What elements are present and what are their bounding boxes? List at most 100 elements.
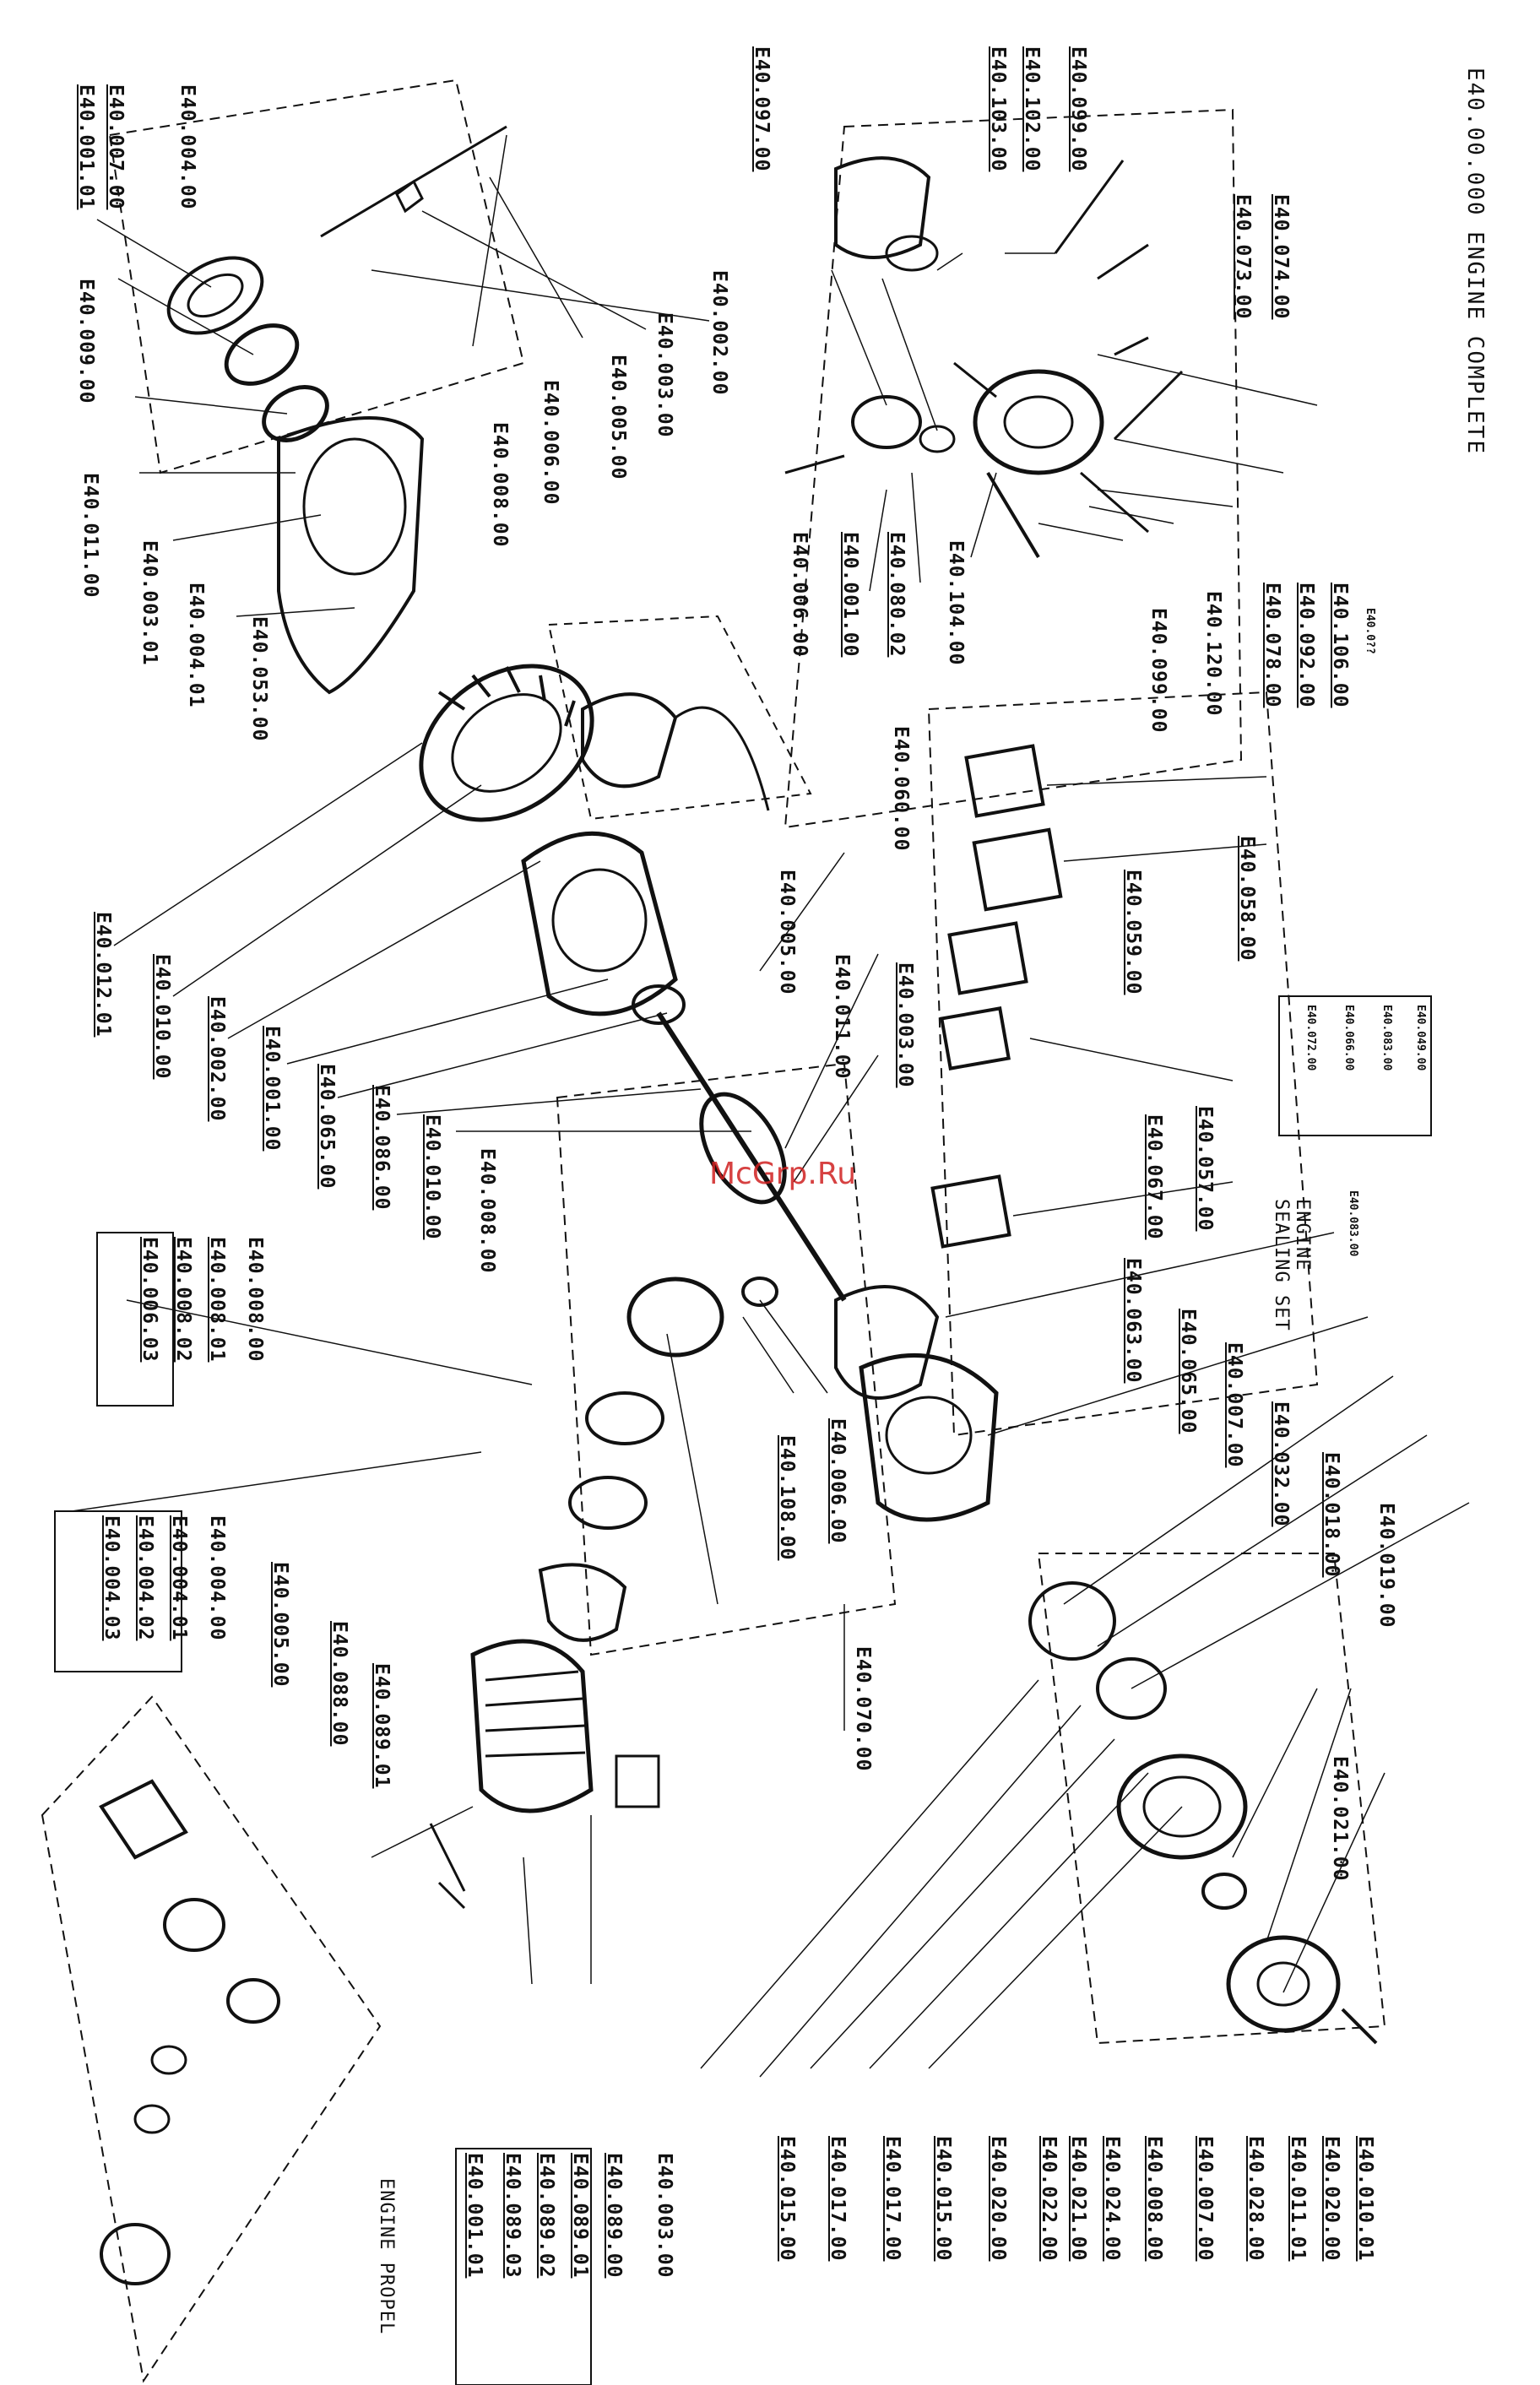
- part-label: E40.001.00: [839, 532, 861, 658]
- part-label: E40.006.00: [540, 380, 561, 506]
- part-label: E40.006.00: [827, 1418, 849, 1544]
- part-label: E40.099.00: [1147, 608, 1169, 734]
- part-label: E40.020.00: [1320, 2136, 1342, 2262]
- part-label: E40.080.02: [886, 532, 908, 658]
- sealing-small-label: E40.083.00: [1347, 1190, 1359, 1257]
- part-label: E40.020.00: [987, 2136, 1009, 2262]
- part-label: E40.059.00: [1122, 870, 1144, 995]
- group-089-item-3: E40.089.01: [569, 2153, 591, 2279]
- cylinder-outline: [556, 1062, 897, 1656]
- part-label: E40.002.00: [206, 996, 228, 1122]
- part-label: E40.092.00: [1295, 583, 1317, 708]
- group-004-item-3: E40.004.02: [134, 1515, 156, 1641]
- carburetor-outline: [784, 108, 1243, 829]
- part-label: E40.011.00: [831, 954, 853, 1080]
- group-089-box: [455, 2148, 592, 2385]
- part-label: E40.006.00: [789, 532, 811, 658]
- part-label: E40.011.00: [79, 473, 101, 599]
- cylinder: [470, 1639, 594, 1813]
- part-label: E40.005.00: [607, 355, 629, 480]
- flywheel: [419, 664, 594, 822]
- part-label: E40.058.00: [1236, 836, 1258, 962]
- sealing-set-title-1: ENGINE: [1292, 1199, 1313, 1271]
- part-label: E40.018.00: [1320, 1452, 1342, 1578]
- part-label: E40.086.00: [371, 1085, 393, 1211]
- part-label: E40.005.00: [269, 1562, 291, 1688]
- group-089-item-6: E40.001.01: [464, 2153, 485, 2279]
- part-label: E40.065.00: [316, 1064, 338, 1190]
- group-008-item-2: E40.008.01: [206, 1237, 228, 1363]
- part-label: E40.012.01: [92, 912, 114, 1038]
- part-label: E40.010.00: [421, 1114, 443, 1240]
- gasket: [834, 1285, 940, 1400]
- propeller-outline: [41, 1695, 382, 2383]
- part-label: E40.008.00: [476, 1148, 498, 1274]
- part-label: E40.063.00: [1122, 1258, 1144, 1384]
- part-label: E40.067.00: [1143, 1114, 1165, 1240]
- sealing-set-title-2: SEALING SET: [1271, 1199, 1292, 1331]
- clutch-plate: [1028, 1581, 1116, 1661]
- part-label: E40.053.00: [248, 616, 270, 742]
- part-label: E40.089.01: [371, 1663, 393, 1789]
- part-label: E40.108.00: [776, 1435, 798, 1561]
- part-label: E40.021.00: [1067, 2136, 1089, 2262]
- piston-ring-1: [585, 1391, 664, 1445]
- part-label: E40.078.00: [1261, 583, 1283, 708]
- watermark: McGrp.Ru: [709, 1157, 857, 1191]
- cylinder-gasket: [538, 1563, 627, 1642]
- ignition-outline: [547, 615, 812, 821]
- part-label: E40.004.00: [176, 84, 198, 210]
- part-label: E40.017.00: [881, 2136, 903, 2262]
- part-label: E40.008.00: [1143, 2136, 1165, 2262]
- intake-plate-1: [964, 744, 1045, 818]
- part-label: E40.024.00: [1101, 2136, 1123, 2262]
- sealing-small-label-2: E40.0??: [1364, 608, 1376, 654]
- engine-propeller-title: ENGINE PROPEL: [376, 2178, 397, 2335]
- group-004-box: [54, 1510, 182, 1672]
- prop-hub: [99, 1779, 188, 1860]
- group-008-item-1: E40.008.00: [244, 1237, 266, 1363]
- part-label: E40.010.00: [151, 954, 173, 1080]
- part-label: E40.102.00: [1021, 46, 1043, 172]
- part-label: E40.057.00: [1194, 1106, 1216, 1232]
- part-label: E40.065.00: [1177, 1309, 1199, 1434]
- part-label: E40.011.01: [1287, 2136, 1309, 2262]
- sealing-item-3: E40.066.00: [1342, 1005, 1355, 1071]
- part-label: E40.088.00: [328, 1621, 350, 1747]
- part-label: E40.060.00: [890, 726, 912, 852]
- part-label: E40.103.00: [987, 46, 1009, 172]
- group-004-item-4: E40.004.03: [100, 1515, 122, 1641]
- part-label: E40.017.00: [827, 2136, 849, 2262]
- part-label: E40.002.00: [708, 270, 730, 396]
- part-label: E40.022.00: [1038, 2136, 1060, 2262]
- fan-housing: [1116, 1754, 1248, 1860]
- crankcase-outline: [927, 691, 1319, 1437]
- part-label: E40.001.00: [261, 1026, 283, 1152]
- part-label: E40.015.00: [776, 2136, 798, 2262]
- part-label: E40.099.00: [1067, 46, 1089, 172]
- drive-pulley: [1226, 1935, 1341, 2033]
- clutch-outline: [1037, 1553, 1386, 2045]
- group-089-item-1: E40.003.00: [653, 2153, 675, 2279]
- air-filter: [834, 156, 931, 259]
- part-label: E40.019.00: [1375, 1503, 1397, 1629]
- part-label: E40.104.00: [945, 540, 967, 666]
- part-label: E40.032.00: [1270, 1401, 1292, 1527]
- piston-ring-2: [568, 1476, 648, 1530]
- part-label: E40.008.00: [489, 422, 511, 548]
- group-008-box: [96, 1232, 174, 1407]
- carb-body: [973, 369, 1104, 475]
- part-label: E40.009.00: [75, 279, 97, 404]
- part-label: E40.021.00: [1329, 1756, 1351, 1882]
- starter-pulley: [166, 256, 264, 335]
- part-label: E40.070.00: [852, 1646, 874, 1772]
- piston: [626, 1277, 724, 1358]
- intake-plate-2: [972, 827, 1063, 912]
- sealing-item-4: E40.072.00: [1304, 1005, 1317, 1071]
- part-label: E40.001.01: [75, 84, 97, 210]
- part-label: E40.004.01: [185, 583, 207, 708]
- part-label: E40.003.00: [653, 312, 675, 438]
- starter-housing: [277, 416, 425, 695]
